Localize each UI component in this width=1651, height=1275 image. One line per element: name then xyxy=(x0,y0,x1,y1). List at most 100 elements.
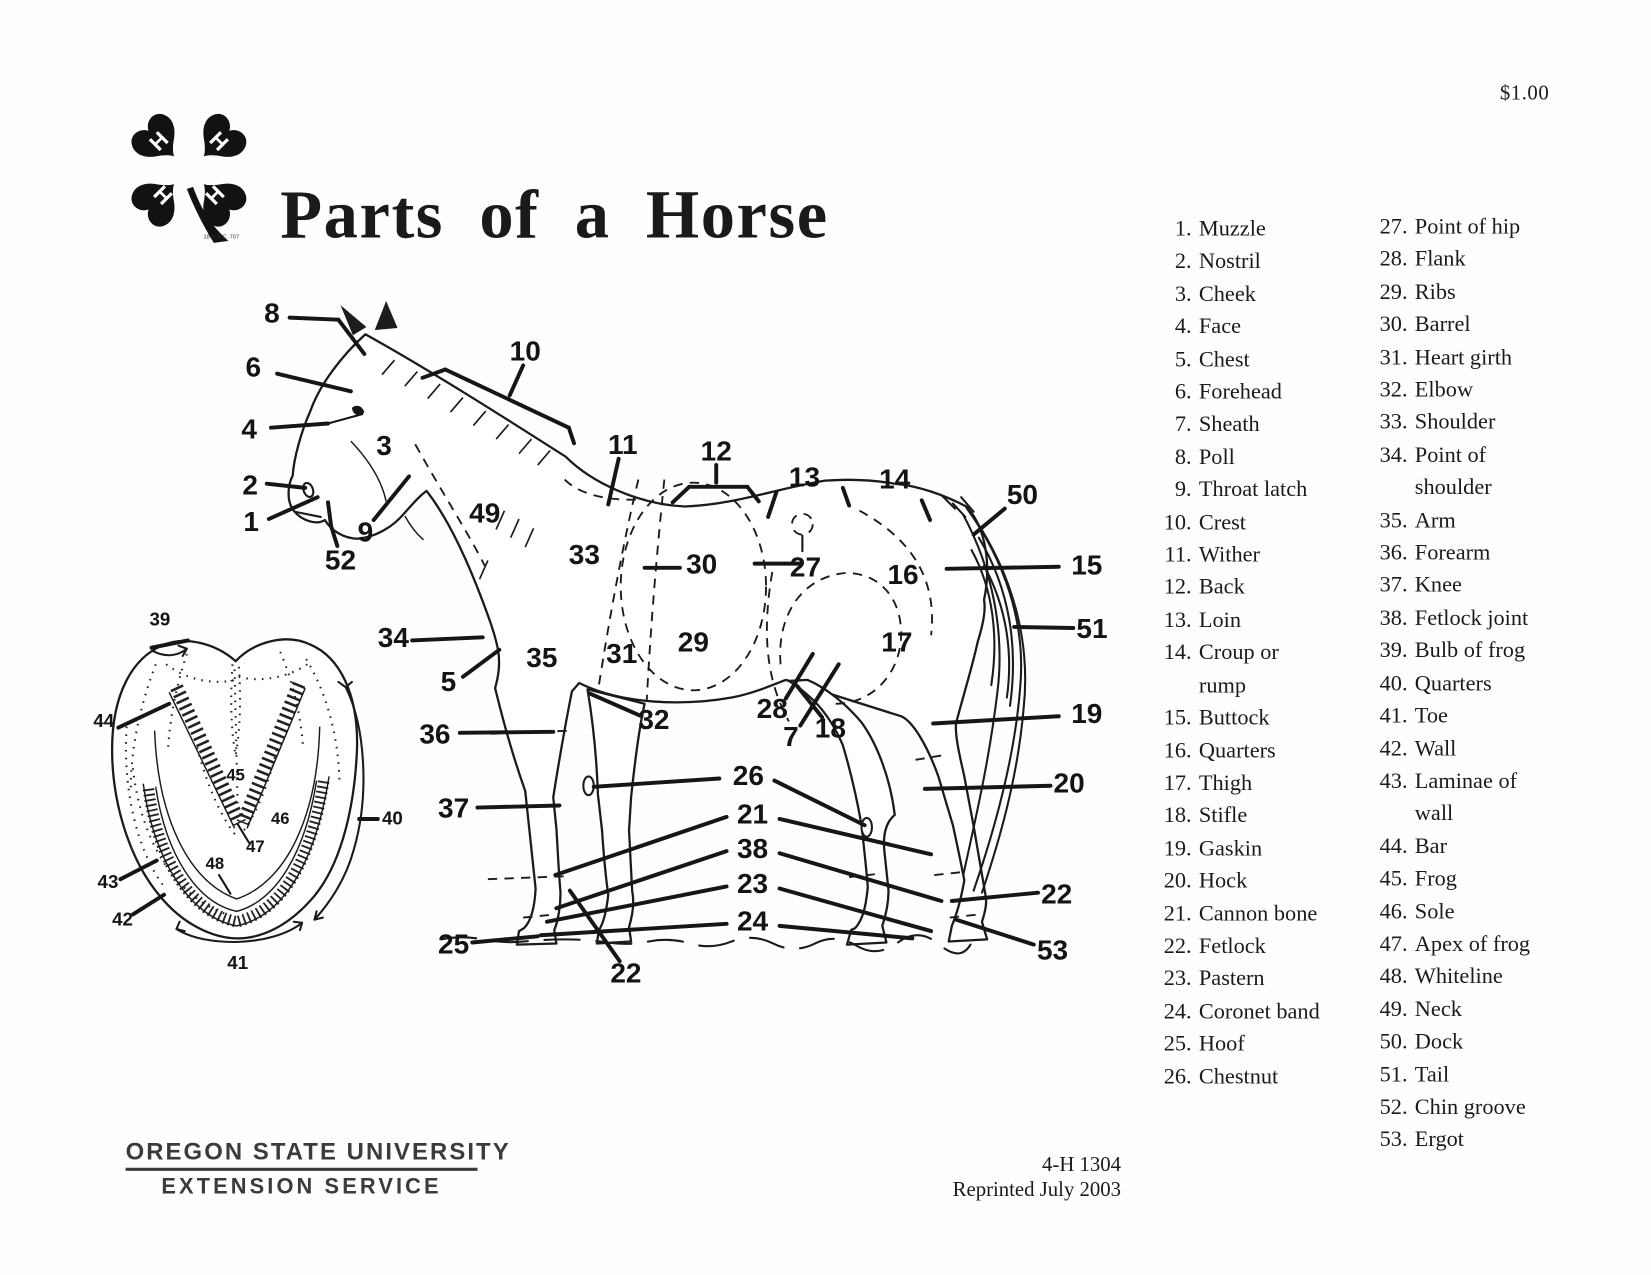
part-number-48: 48 xyxy=(205,855,225,873)
parts-list-item: 29.Ribs xyxy=(1368,276,1537,309)
ground-line xyxy=(440,934,972,955)
part-index: 5. xyxy=(1174,346,1192,372)
hoof-sole-diagram xyxy=(110,638,365,943)
leader-line xyxy=(783,651,815,701)
parts-list-item: 52.Chin groove xyxy=(1368,1091,1537,1124)
part-name: Ribs xyxy=(1414,279,1456,304)
parts-list-item: 31.Heart girth xyxy=(1368,341,1537,374)
leader-line xyxy=(745,484,761,504)
parts-list-item: 47.Apex of frog xyxy=(1368,928,1537,961)
part-index: 25. xyxy=(1163,1030,1192,1056)
part-number-28: 28 xyxy=(756,692,788,725)
part-number-27: 27 xyxy=(789,551,822,583)
part-name: Ergot xyxy=(1414,1126,1464,1152)
part-index: 36. xyxy=(1379,539,1408,565)
part-name: Muzzle xyxy=(1198,215,1266,241)
leader-line xyxy=(766,490,779,519)
part-index: 11. xyxy=(1164,541,1192,567)
leader-line xyxy=(329,524,340,548)
leader-line xyxy=(606,456,621,507)
leader-line xyxy=(268,421,330,430)
leader-line xyxy=(777,817,934,857)
leader-line xyxy=(336,317,367,356)
part-index: 21. xyxy=(1163,900,1192,926)
part-number-40: 40 xyxy=(381,808,403,829)
leader-line xyxy=(116,701,172,730)
part-number-15: 15 xyxy=(1071,549,1103,581)
part-index: 26. xyxy=(1163,1063,1192,1089)
part-number-5: 5 xyxy=(440,665,457,698)
parts-list-item: 39.Bulb of frog xyxy=(1368,635,1537,668)
part-number-16: 16 xyxy=(887,558,919,591)
part-name: Flank xyxy=(1414,246,1466,272)
document-number-block: 4-H 1304 Reprinted July 2003 xyxy=(830,1152,1121,1202)
leader-line xyxy=(217,873,232,895)
part-number-17: 17 xyxy=(881,626,913,658)
leader-line xyxy=(275,371,353,394)
part-number-46: 46 xyxy=(271,810,290,829)
part-index: 51. xyxy=(1379,1061,1408,1087)
part-name: Shoulder xyxy=(1414,409,1496,435)
part-name: Croup or rump xyxy=(1198,639,1279,698)
part-name: Apex of frog xyxy=(1414,931,1531,956)
part-number-22: 22 xyxy=(610,957,642,989)
part-index: 39. xyxy=(1379,637,1408,663)
leader-line xyxy=(591,776,722,789)
reprint-note: Reprinted July 2003 xyxy=(952,1178,1122,1201)
part-name: Cheek xyxy=(1198,281,1256,307)
leader-line xyxy=(840,485,852,508)
parts-list-item: 30.Barrel xyxy=(1368,309,1537,342)
horse-nostril xyxy=(302,481,315,498)
part-index: 47. xyxy=(1379,931,1408,956)
part-number-36: 36 xyxy=(419,718,451,750)
part-index: 49. xyxy=(1379,996,1408,1022)
parts-list-item: 11.Wither xyxy=(1152,539,1321,572)
part-number-7: 7 xyxy=(783,720,799,753)
part-index: 50. xyxy=(1379,1028,1408,1054)
part-number-9: 9 xyxy=(357,516,374,548)
part-number-11: 11 xyxy=(607,429,638,461)
hoof-arrows xyxy=(151,644,365,943)
parts-list-item: 8.Poll xyxy=(1152,441,1321,474)
part-index: 1. xyxy=(1174,215,1192,241)
part-index: 43. xyxy=(1379,768,1408,793)
part-number-19: 19 xyxy=(1071,698,1103,730)
part-number-37: 37 xyxy=(438,792,470,824)
leader-line xyxy=(371,474,411,523)
leader-line xyxy=(326,500,334,529)
parts-list-item: 1.Muzzle xyxy=(1152,213,1321,246)
part-number-21: 21 xyxy=(736,798,769,830)
part-number-20: 20 xyxy=(1053,767,1085,799)
part-number-39: 39 xyxy=(149,608,171,630)
parts-list-item: 23.Pastern xyxy=(1152,963,1321,996)
part-number-43: 43 xyxy=(97,871,119,893)
part-name: Tail xyxy=(1414,1061,1450,1087)
parts-list-item: 44.Bar xyxy=(1368,830,1537,863)
part-name: Point of shoulder xyxy=(1414,442,1492,500)
price-tag: $1.00 xyxy=(1499,82,1550,105)
leader-line xyxy=(287,315,341,322)
part-name: Quarters xyxy=(1414,670,1492,696)
part-index: 30. xyxy=(1379,311,1408,337)
part-number-22: 22 xyxy=(1041,878,1073,910)
part-index: 6. xyxy=(1174,378,1192,404)
part-number-50: 50 xyxy=(1006,479,1039,511)
parts-list-item: 18.Stifle xyxy=(1152,800,1321,833)
parts-list-item: 17.Thigh xyxy=(1152,767,1321,800)
parts-list-item: 26.Chestnut xyxy=(1152,1060,1321,1093)
parts-list-item: 46.Sole xyxy=(1368,895,1537,928)
leader-lines xyxy=(116,315,1076,964)
parts-list-item: 38.Fetlock joint xyxy=(1368,602,1537,635)
part-number-33: 33 xyxy=(568,539,600,571)
part-name: Chestnut xyxy=(1198,1063,1279,1089)
part-name: Gaskin xyxy=(1198,835,1263,861)
leader-line xyxy=(130,892,166,917)
part-name: Bar xyxy=(1414,833,1448,859)
part-index: 42. xyxy=(1379,735,1408,761)
parts-list-item: 35.Arm xyxy=(1368,504,1537,537)
part-index: 22. xyxy=(1163,933,1192,959)
leader-line xyxy=(264,481,308,490)
page-title: Parts of a Horse xyxy=(280,177,829,254)
parts-list-item: 43.Laminae of wall xyxy=(1368,765,1537,830)
